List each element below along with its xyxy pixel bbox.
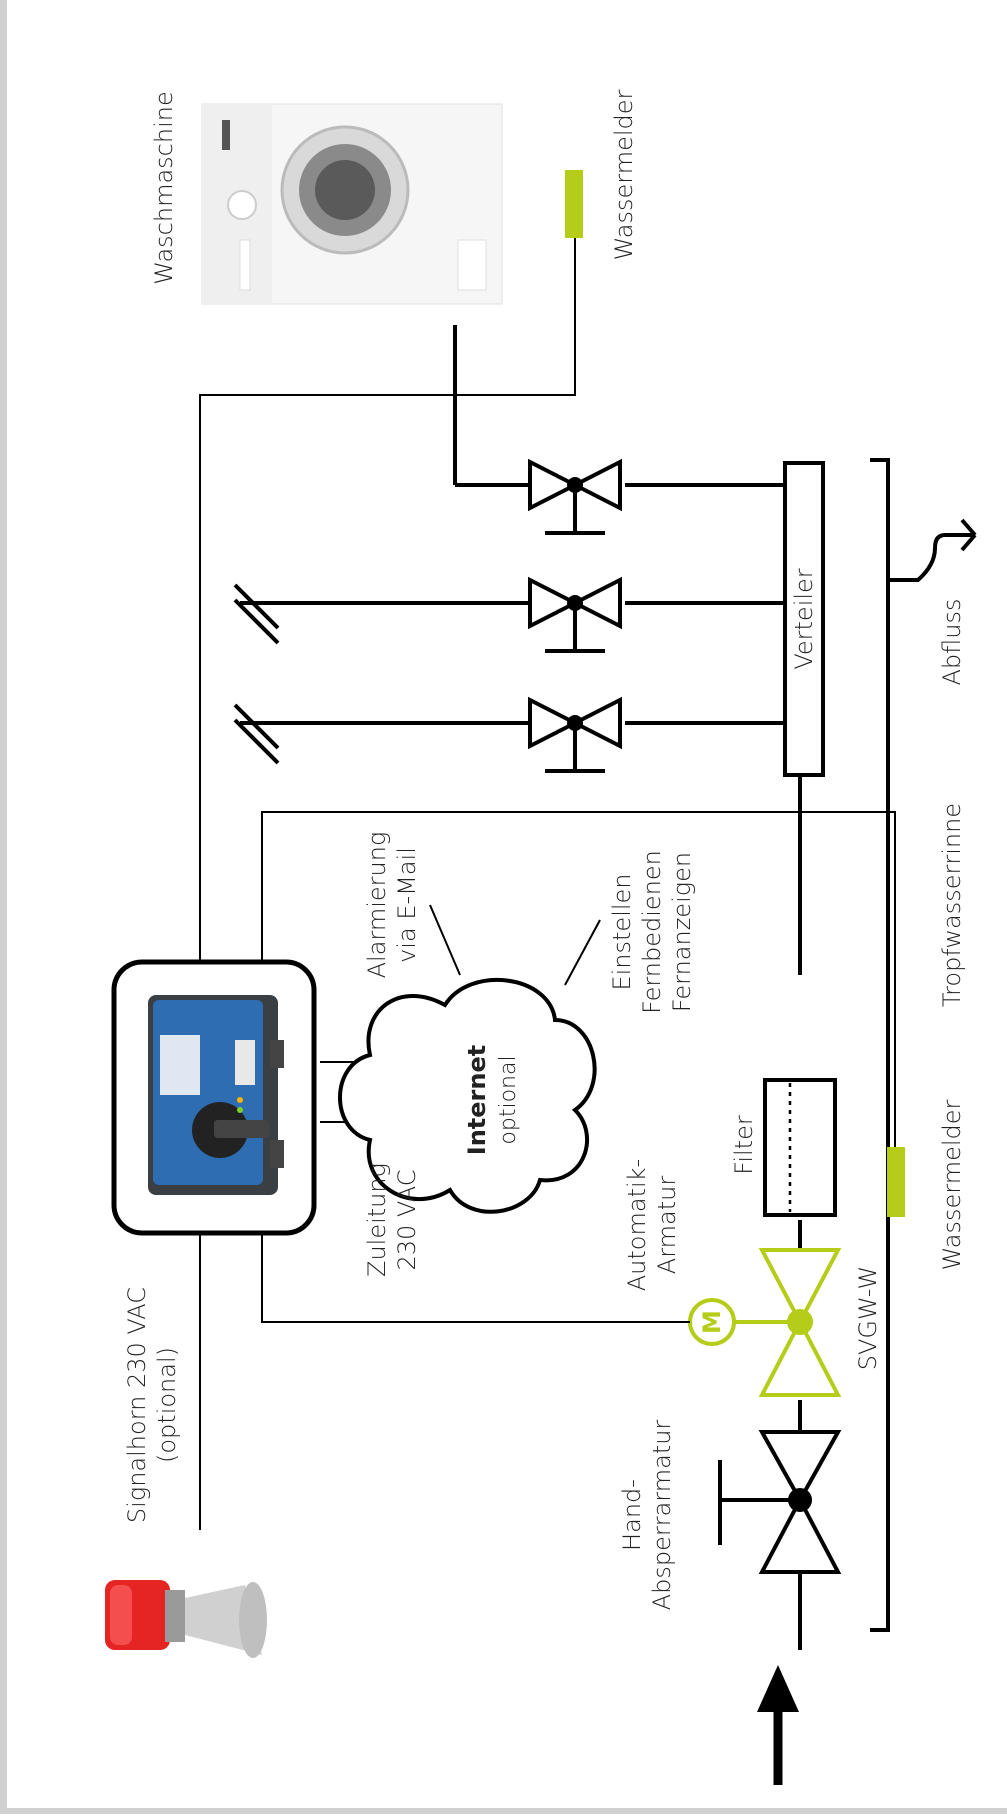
left-frame-bar xyxy=(0,0,7,1814)
hand-label-1: Hand- xyxy=(618,1479,646,1551)
einstellen-label-3: Fernanzeigen xyxy=(668,852,696,1012)
wassermelder-top-label: Wassermelder xyxy=(610,89,638,260)
automatic-valve-icon xyxy=(688,1248,842,1397)
hand-valve-icon xyxy=(718,1430,842,1574)
optional-label: optional xyxy=(496,1055,521,1144)
branch-valve-1-icon xyxy=(233,696,785,773)
flow-arrow-icon xyxy=(757,1665,799,1785)
verteiler-icon xyxy=(783,461,825,777)
einstellen-label-1: Einstellen xyxy=(608,873,636,990)
branch-valve-3-icon xyxy=(453,325,785,535)
waschmaschine-label: Waschmaschine xyxy=(150,91,178,284)
abfluss-label: Abfluss xyxy=(938,599,966,686)
automatik-label-2: Armatur xyxy=(653,1176,681,1275)
svgw-label: SVGW-W xyxy=(854,1266,882,1370)
automatik-label-1: Automatik- xyxy=(623,1159,651,1291)
zuleitung-label-2: 230 VAC xyxy=(393,1169,421,1270)
signalhorn-label-2: (optional) xyxy=(153,1347,181,1463)
signal-horn-photo xyxy=(105,1580,267,1658)
bottom-frame-bar xyxy=(0,1808,1007,1814)
einstellen-label-2: Fernbedienen xyxy=(638,850,666,1014)
internet-label: Internet xyxy=(463,1045,491,1155)
branch-valves xyxy=(233,325,785,773)
signal-wires xyxy=(199,238,896,1530)
wassermelder-top-icon xyxy=(565,170,583,238)
drip-tray-line xyxy=(870,458,977,1632)
branch-valve-2-icon xyxy=(233,576,785,653)
alarmierung-label-1: Alarmierung xyxy=(363,832,391,979)
washing-machine-photo xyxy=(201,103,503,305)
zuleitung-label-1: Zuleitung xyxy=(363,1163,391,1277)
signalhorn-label-1: Signalhorn 230 VAC xyxy=(123,1287,151,1523)
hand-label-2: Absperrarmatur xyxy=(648,1420,676,1611)
filter-icon xyxy=(763,1078,837,1217)
verteiler-label: Verteiler xyxy=(790,568,818,669)
filter-label: Filter xyxy=(730,1115,758,1175)
wassermelder-bottom-icon xyxy=(887,1147,905,1217)
wassermelder-bottom-label: Wassermelder xyxy=(938,1099,966,1270)
tropfwasserrinne-label: Tropfwasserrinne xyxy=(938,803,966,1007)
motor-label: M xyxy=(698,1310,726,1334)
alarmierung-label-2: via E-Mail xyxy=(393,847,421,963)
internet-cloud-icon xyxy=(338,977,597,1214)
controller-box xyxy=(111,959,317,1236)
control-unit-photo xyxy=(148,995,284,1195)
